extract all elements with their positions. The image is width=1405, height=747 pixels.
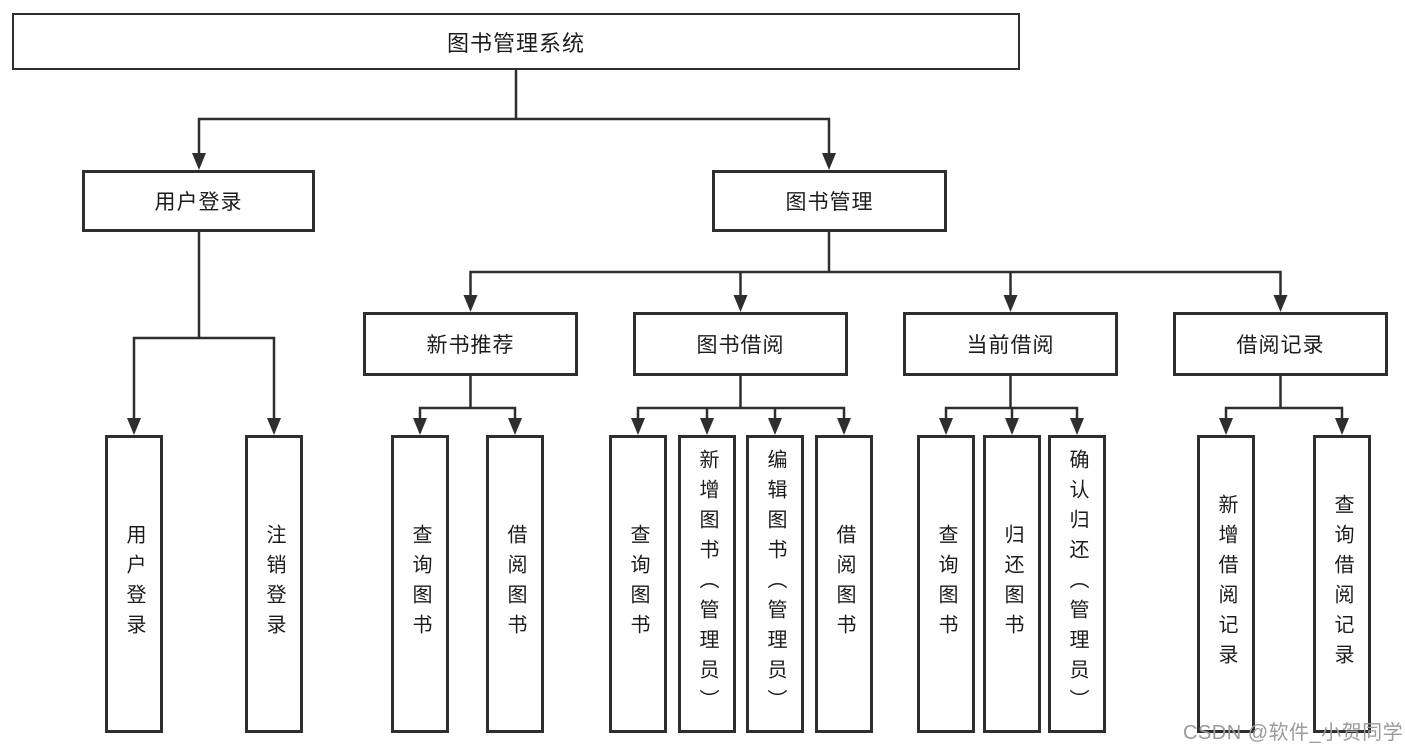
leaf-current-query-books: 查询图书 xyxy=(917,435,975,733)
leaf-records-add-record: 新增借阅记录 xyxy=(1197,435,1255,733)
leaf-borrow-add-books-admin: 新增图书（管理员） xyxy=(678,435,736,733)
node-book-borrowing: 图书借阅 xyxy=(633,312,848,376)
leaf-borrow-borrow-books: 借阅图书 xyxy=(815,435,873,733)
leaf-current-return-books: 归还图书 xyxy=(983,435,1041,733)
leaf-newbooks-query-books: 查询图书 xyxy=(391,435,449,733)
csdn-watermark: CSDN @软件_小贺同学 xyxy=(1183,722,1404,744)
node-user-login: 用户登录 xyxy=(82,170,315,232)
leaf-borrow-query-books: 查询图书 xyxy=(609,435,667,733)
node-borrowing-records: 借阅记录 xyxy=(1173,312,1388,376)
leaf-logout: 注销登录 xyxy=(245,435,303,733)
leaf-current-confirm-return-admin: 确认归还（管理员） xyxy=(1048,435,1106,733)
leaf-user-login: 用户登录 xyxy=(105,435,163,733)
leaf-records-query-record: 查询借阅记录 xyxy=(1313,435,1371,733)
leaf-newbooks-borrow-books: 借阅图书 xyxy=(486,435,544,733)
node-book-management: 图书管理 xyxy=(712,170,947,232)
node-new-book-recommend: 新书推荐 xyxy=(363,312,578,376)
node-current-borrowing: 当前借阅 xyxy=(903,312,1118,376)
node-root: 图书管理系统 xyxy=(12,13,1020,70)
leaf-borrow-edit-books-admin: 编辑图书（管理员） xyxy=(746,435,804,733)
